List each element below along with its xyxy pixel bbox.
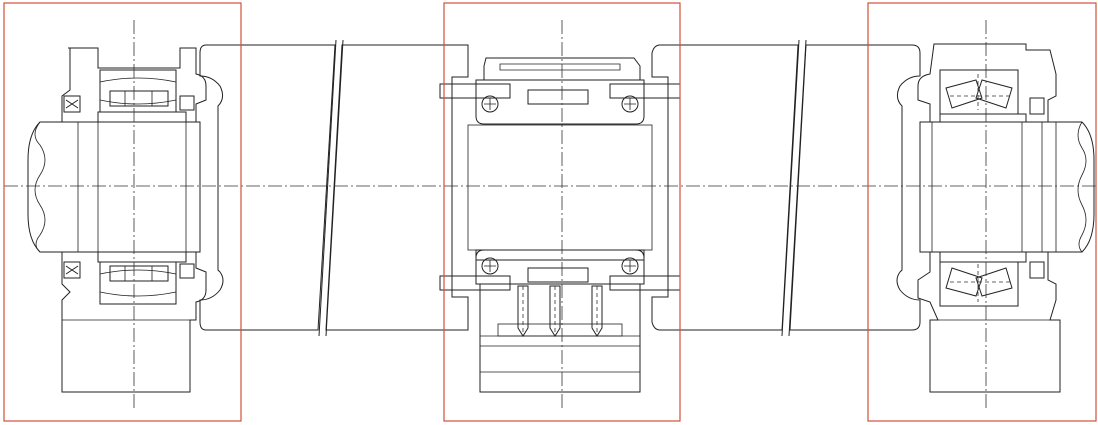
left-roller-top bbox=[109, 90, 169, 107]
detail-frame-left bbox=[3, 2, 242, 422]
left-roller-bottom bbox=[109, 265, 169, 282]
bolt-icon bbox=[591, 285, 603, 337]
right-roller-top-1 bbox=[945, 79, 983, 109]
center-housing-lower bbox=[479, 283, 641, 393]
right-journal bbox=[919, 121, 1095, 253]
screw-head-icon bbox=[481, 95, 499, 113]
right-shaft-end bbox=[919, 121, 1095, 253]
center-ring-bottom-body bbox=[475, 249, 645, 285]
center-flange-top-right bbox=[609, 83, 681, 99]
right-roller-bottom-1 bbox=[945, 267, 983, 297]
center-roller-bottom bbox=[527, 267, 589, 283]
left-shaft-end bbox=[27, 121, 201, 253]
right-bearing-housing bbox=[917, 43, 1061, 393]
detail-frames bbox=[3, 2, 1097, 422]
roll-body-left bbox=[199, 44, 336, 331]
roll-body-middle-left bbox=[325, 44, 469, 331]
detail-frame-center bbox=[443, 2, 681, 422]
roll-body bbox=[199, 39, 921, 337]
screw-head-icon bbox=[481, 257, 499, 275]
roll-body-middle-right bbox=[651, 44, 799, 331]
shaft-middle bbox=[467, 124, 653, 251]
screw-head-icon bbox=[621, 95, 639, 113]
center-flange-top-left bbox=[439, 83, 511, 99]
center-flange-bottom-right bbox=[609, 275, 681, 291]
left-bearing-housing bbox=[61, 47, 207, 393]
right-roller-bottom-2 bbox=[975, 267, 1013, 297]
left-outer-ring-top bbox=[99, 69, 177, 113]
left-journal bbox=[27, 121, 201, 253]
detail-frame-right bbox=[867, 2, 1097, 422]
center-lines bbox=[4, 20, 1096, 410]
bolt-icon bbox=[549, 285, 561, 337]
right-outer-ring-bottom bbox=[939, 261, 1019, 307]
right-roller-top-2 bbox=[975, 79, 1013, 109]
screw-head-icon bbox=[621, 257, 639, 275]
roll-body-right bbox=[789, 44, 921, 331]
left-outer-ring-bottom bbox=[99, 261, 177, 305]
center-housing bbox=[439, 57, 681, 393]
break-line-right bbox=[781, 39, 807, 337]
break-line-left bbox=[318, 39, 344, 337]
center-ring-top bbox=[475, 79, 645, 125]
bolt-icon bbox=[517, 285, 529, 337]
center-flange-bottom-left bbox=[439, 275, 511, 291]
center-ring-bottom bbox=[475, 249, 645, 261]
right-housing-outline bbox=[917, 43, 1057, 123]
right-outer-ring-top bbox=[939, 69, 1019, 115]
center-roller-top bbox=[527, 89, 589, 105]
left-housing-outline bbox=[61, 47, 207, 123]
